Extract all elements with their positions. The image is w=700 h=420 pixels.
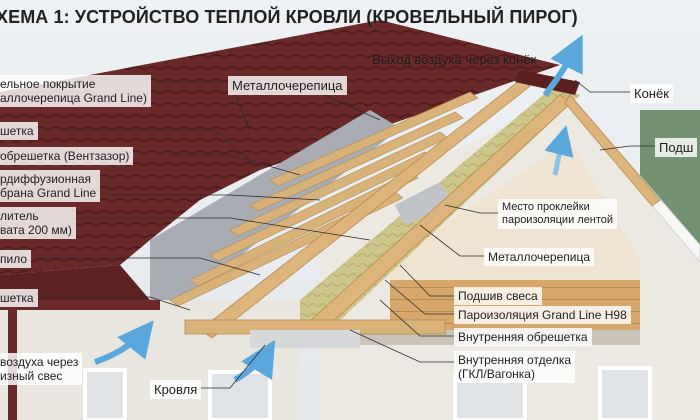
label-roof: Кровля <box>150 380 202 399</box>
window <box>598 366 652 420</box>
label-inner-finish: Внутренняя отделка (ГКЛ/Вагонка) <box>454 351 576 383</box>
soffit-board <box>250 330 360 348</box>
label-vapor-tape: Место проклейки пароизоляции лентой <box>498 199 618 229</box>
label-counter-batten: обрешетка (Вентзазор) <box>0 147 134 165</box>
label-batten-lower: шетка <box>0 289 38 307</box>
label-air-outlet: Выход воздуха через конёк <box>372 52 537 67</box>
label-vapor-tape-line2: пароизоляции лентой <box>502 214 614 226</box>
air-flow-arrow <box>544 125 574 176</box>
label-inner-batten: Внутренняя обрешетка <box>454 328 592 346</box>
gutter <box>0 300 160 310</box>
label-soffit-right: Подш <box>655 138 698 157</box>
label-insulation: литель вата 200 мм) <box>0 207 76 239</box>
label-membrane-line1: рдиффузионная <box>0 172 92 186</box>
label-inner-finish-line1: Внутренняя отделка <box>458 353 572 367</box>
label-batten: шетка <box>0 122 38 140</box>
label-roofing-cover: ельное покрытие аллочерепица Grand Line) <box>0 75 151 107</box>
label-rafter: пило <box>0 250 32 268</box>
label-air-inlet: воздуха через изный свес <box>0 353 83 385</box>
label-diffusion-membrane: рдиффузионная брана Grand Line <box>0 170 101 202</box>
label-roofing-cover-line1: ельное покрытие <box>0 77 96 91</box>
label-insulation-line1: литель <box>0 209 39 223</box>
label-ridge: Конёк <box>630 84 673 103</box>
window <box>83 368 127 420</box>
label-inner-finish-line2: (ГКЛ/Вагонка) <box>458 367 535 381</box>
rafters <box>199 79 661 339</box>
label-air-inlet-line1: воздуха через <box>0 355 79 369</box>
label-air-inlet-line2: изный свес <box>0 369 63 383</box>
ridge-cap <box>515 70 580 95</box>
label-roofing-cover-line2: аллочерепица Grand Line) <box>0 91 147 105</box>
label-vapor-tape-line1: Место проклейки <box>502 201 590 213</box>
label-soffit: Подшив свеса <box>454 287 542 305</box>
vapor-tape-patch <box>395 182 452 225</box>
label-membrane-line2: брана Grand Line <box>0 186 97 200</box>
label-vapor-barrier: Пароизоляция Grand Line H98 <box>454 306 631 324</box>
air-inlet-arrow <box>94 320 154 365</box>
diagram-title: ХЕМА 1: УСТРОЙСТВО ТЕПЛОЙ КРОВЛИ (КРОВЕЛ… <box>0 7 578 27</box>
label-metal-tile-mid: Металлочерепица <box>484 248 595 266</box>
label-metal-tile-top: Металлочерепица <box>228 76 347 95</box>
label-insulation-line2: вата 200 мм) <box>0 223 72 237</box>
air-outlet-arrow <box>542 34 583 97</box>
